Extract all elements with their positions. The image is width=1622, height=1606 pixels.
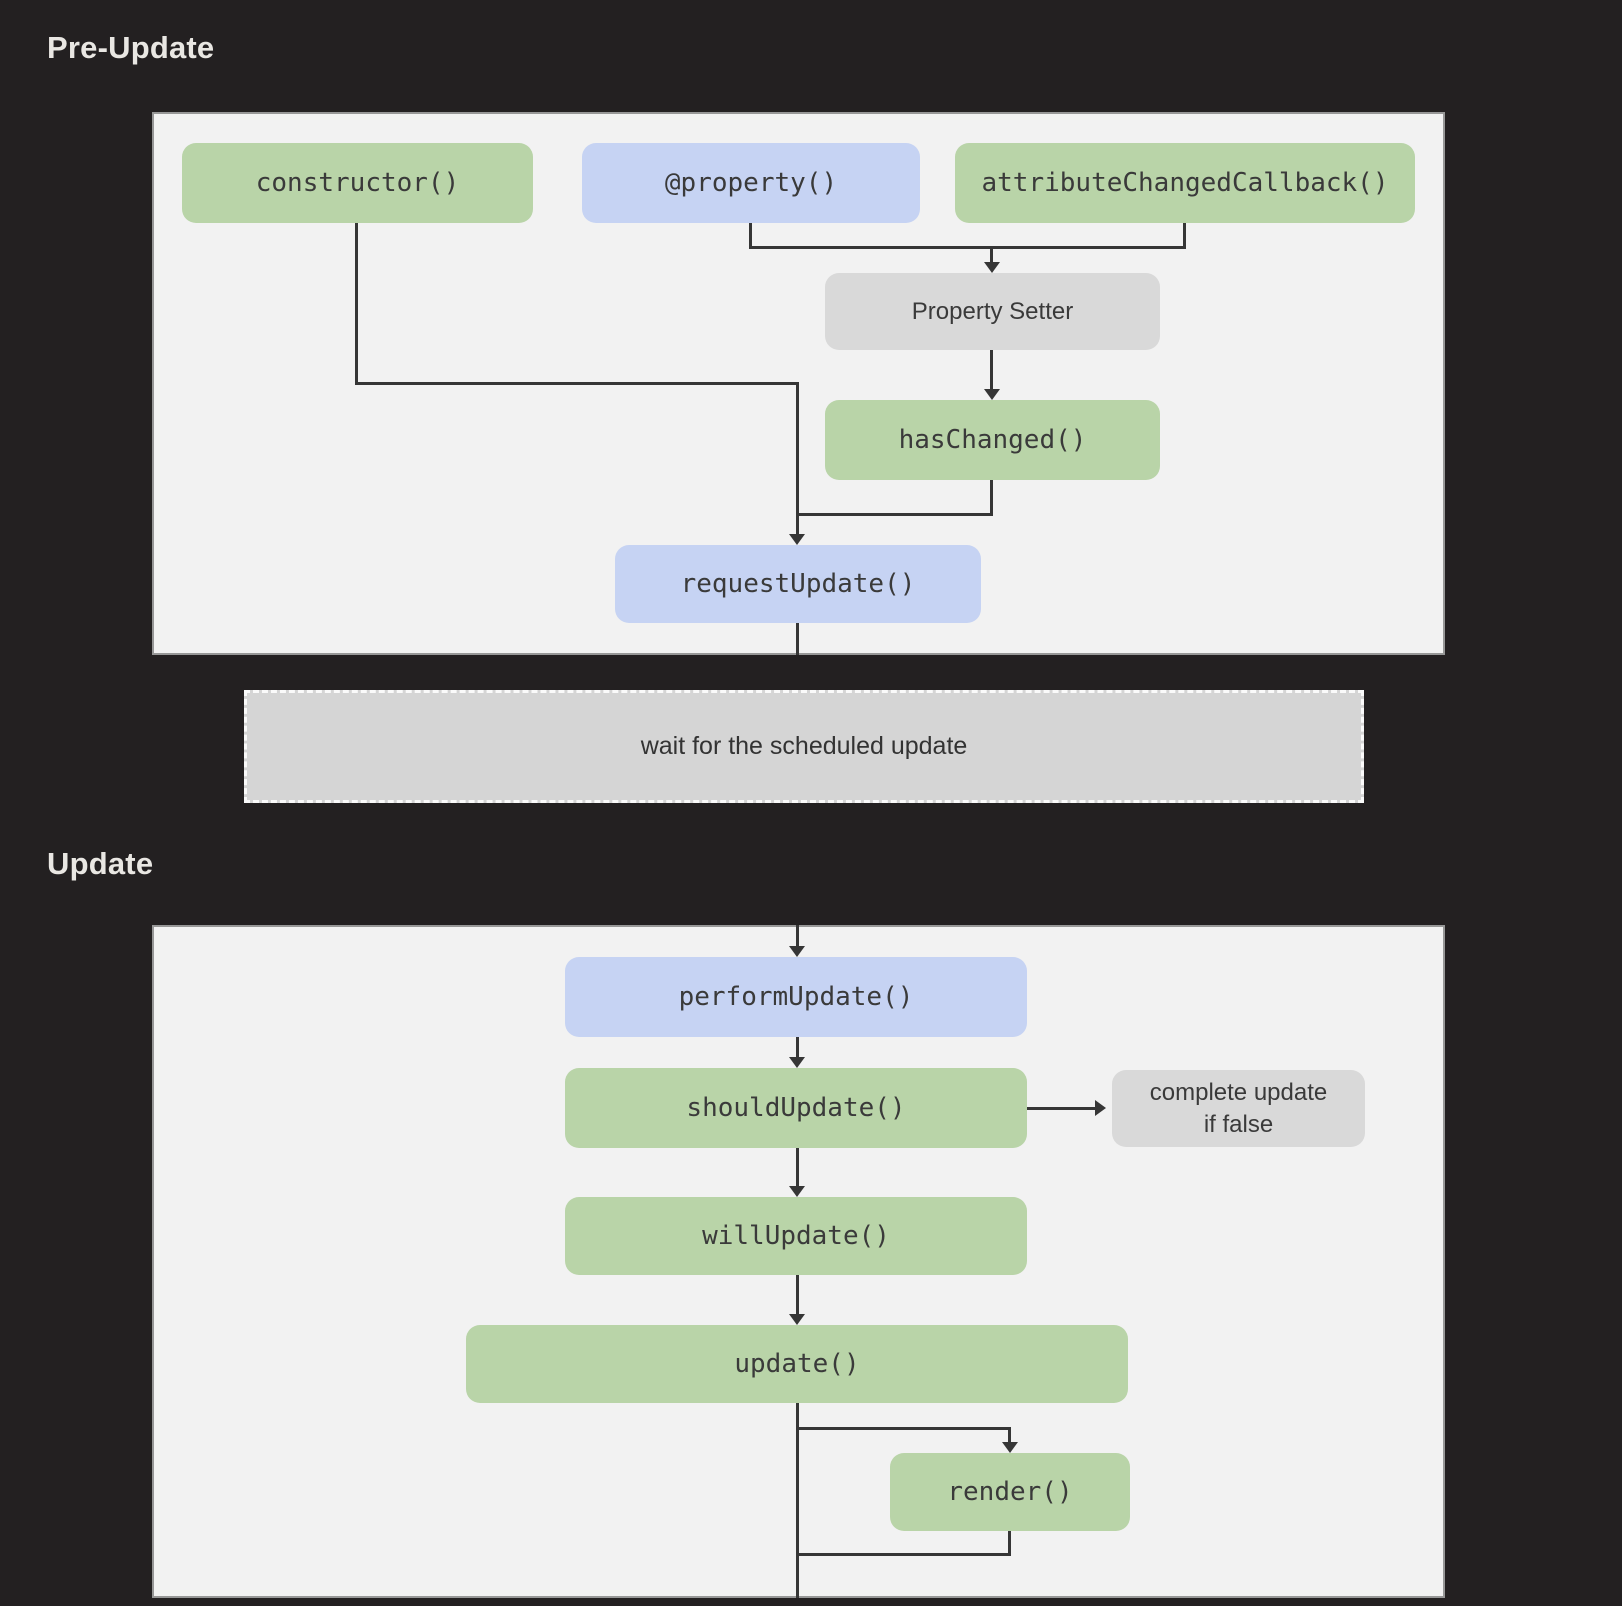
connector-haschanged-down [990, 480, 993, 516]
node-complete-update-if-false: complete update if false [1112, 1070, 1365, 1147]
connector-setter-to-haschanged [990, 350, 993, 390]
arrowhead-should-update [789, 1057, 805, 1068]
update-heading: Update [47, 846, 154, 881]
connector-update-exit [796, 1403, 799, 1598]
node-constructor: constructor() [182, 143, 533, 223]
arrowhead-update [789, 1314, 805, 1325]
connector-render-entry [1008, 1427, 1011, 1444]
connector-merge-horizontal [749, 246, 1186, 249]
arrowhead-haschanged [984, 389, 1000, 400]
connector-panel2-entry [796, 925, 799, 948]
node-update: update() [466, 1325, 1128, 1403]
connector-will-to-update [796, 1275, 799, 1316]
connector-branch-to-render [796, 1427, 1011, 1430]
node-attribute-changed-callback: attributeChangedCallback() [955, 143, 1415, 223]
connector-should-to-complete [1027, 1107, 1095, 1110]
arrowhead-request-update [789, 534, 805, 545]
connector-should-to-will [796, 1148, 799, 1188]
complete-update-line1: complete update [1149, 1079, 1328, 1107]
node-has-changed: hasChanged() [825, 400, 1160, 480]
complete-update-line2: if false [1203, 1110, 1274, 1138]
connector-constructor-right [355, 382, 799, 385]
arrowhead-property-setter [984, 262, 1000, 273]
arrowhead-complete-update [1095, 1100, 1106, 1116]
connector-request-update-exit [796, 623, 799, 655]
connector-property-down [749, 222, 752, 249]
pre-update-heading: Pre-Update [47, 30, 215, 65]
arrowhead-will-update [789, 1186, 805, 1197]
connector-haschanged-left [796, 513, 993, 516]
connector-attribute-callback-down [1183, 222, 1186, 249]
node-property-setter: Property Setter [825, 273, 1160, 350]
connector-perform-to-should [796, 1037, 799, 1059]
node-request-update: requestUpdate() [615, 545, 981, 623]
arrowhead-render [1002, 1442, 1018, 1453]
node-render: render() [890, 1453, 1130, 1531]
wait-for-update-label: wait for the scheduled update [640, 732, 968, 760]
node-should-update: shouldUpdate() [565, 1068, 1027, 1148]
arrowhead-perform-update [789, 946, 805, 957]
connector-constructor-down [355, 222, 358, 385]
connector-into-property-setter [990, 246, 993, 263]
connector-main-down-pre [796, 382, 799, 534]
connector-render-return-left [796, 1553, 1011, 1556]
node-property-decorator: @property() [582, 143, 920, 223]
complete-update-text: complete update if false [1150, 1077, 1327, 1139]
wait-for-update-box: wait for the scheduled update [244, 690, 1364, 803]
node-will-update: willUpdate() [565, 1197, 1027, 1275]
node-perform-update: performUpdate() [565, 957, 1027, 1037]
connector-render-return-down [1008, 1531, 1011, 1556]
